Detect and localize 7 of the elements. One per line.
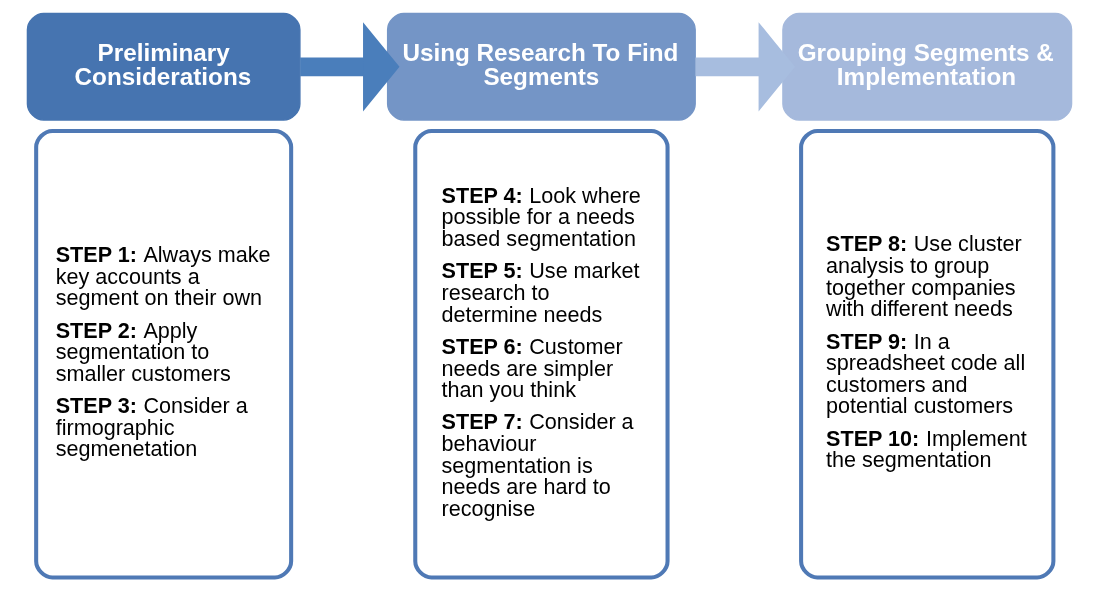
node-box: STEP 8: Use cluster analysis to group together companies with different needs STEP 9: In a spreadsheet code all customers and potential customers STEP 10: Implement the segmentation <box>799 128 1056 580</box>
node-box: Using Research To Find Segments <box>386 12 696 121</box>
node-box: Grouping Segments & Implementation <box>782 12 1073 121</box>
node-box: STEP 1: Always make key accounts a segment on their own STEP 2: Apply segmentation to smaller customers STEP 3: Consider a firmographic segmenetation <box>34 128 294 580</box>
node-box: STEP 4: Look where possible for a needs based segmentation STEP 5: Use market research to determine needs STEP 6: Customer needs are simpler than you think STEP 7: Consider a behaviour segmentation is needs are hard to recognise <box>413 128 670 580</box>
arrow <box>300 22 400 112</box>
node-box: Preliminary Considerations <box>26 12 301 121</box>
